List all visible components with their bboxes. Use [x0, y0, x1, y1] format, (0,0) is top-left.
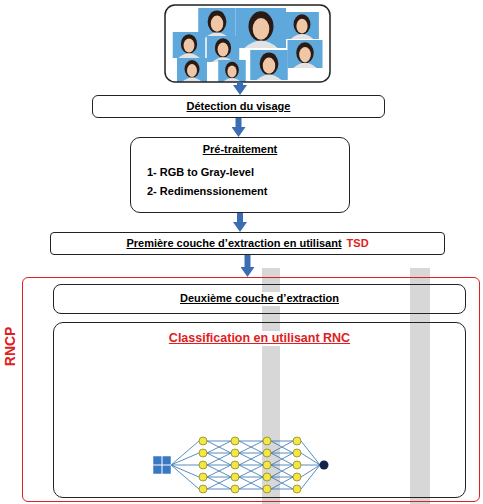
face-photo: [288, 40, 323, 68]
flow-arrow: [237, 82, 243, 87]
neuron: [231, 473, 239, 481]
face-photo: [285, 12, 319, 39]
group-label: RNCP: [3, 326, 20, 366]
process-box: Deuxième couche d’extraction: [53, 284, 466, 314]
step-label: Deuxième couche d’extraction: [180, 292, 339, 305]
process-box: Détection du visage: [92, 95, 385, 118]
process-box: Première couche d’extraction en utilisan…: [50, 232, 445, 255]
input-grid-lines: [153, 456, 171, 474]
neuron: [263, 461, 271, 469]
neuron: [231, 485, 239, 493]
output-neuron: [320, 461, 329, 470]
neuron: [231, 461, 239, 469]
step-item: 1- RGB to Gray-level: [147, 166, 254, 179]
neuron: [293, 461, 301, 469]
step-item: 2- Redimenssionement: [147, 185, 267, 198]
neuron: [199, 449, 207, 457]
face-photos: [173, 8, 323, 82]
face-photo: [218, 60, 246, 82]
neuron: [263, 473, 271, 481]
neural-network-icon: [153, 437, 329, 493]
face-photo: [236, 8, 286, 48]
neuron: [231, 449, 239, 457]
method-label: TSD: [347, 237, 369, 250]
neuron: [293, 473, 301, 481]
neuron: [293, 437, 301, 445]
face-photo: [173, 32, 206, 58]
flow-arrow: [236, 118, 242, 129]
step-heading: Classification en utilisant RNC: [169, 331, 350, 346]
neuron: [263, 437, 271, 445]
neuron: [293, 485, 301, 493]
classifier-box: Classification en utilisant RNC: [53, 322, 466, 498]
neuron: [263, 449, 271, 457]
input-grid: [153, 456, 171, 474]
neuron: [199, 461, 207, 469]
neuron: [231, 437, 239, 445]
neuron: [293, 449, 301, 457]
neuron-layer: [199, 437, 301, 493]
step-label: Première couche d’extraction en utilisan…: [126, 237, 341, 250]
grey-band: [410, 268, 430, 504]
photo-border: [165, 5, 330, 82]
photo-frame: [165, 5, 330, 82]
face-photo: [207, 36, 240, 62]
flow-arrow: [245, 255, 251, 269]
step-heading: Pré-traitement: [203, 143, 278, 156]
model-group: RNCPDeuxième couche d’extractionClassifi…: [22, 277, 480, 502]
neuron: [263, 485, 271, 493]
neuron: [199, 437, 207, 445]
neuron: [199, 473, 207, 481]
network-links: [171, 441, 320, 489]
flow-arrow: [237, 213, 243, 224]
neuron: [199, 485, 207, 493]
process-box: Pré-traitement 1- RGB to Gray-level 2- Red…: [130, 137, 350, 213]
face-photo: [250, 50, 288, 80]
face-photo: [177, 58, 207, 82]
step-label: Détection du visage: [187, 100, 291, 113]
